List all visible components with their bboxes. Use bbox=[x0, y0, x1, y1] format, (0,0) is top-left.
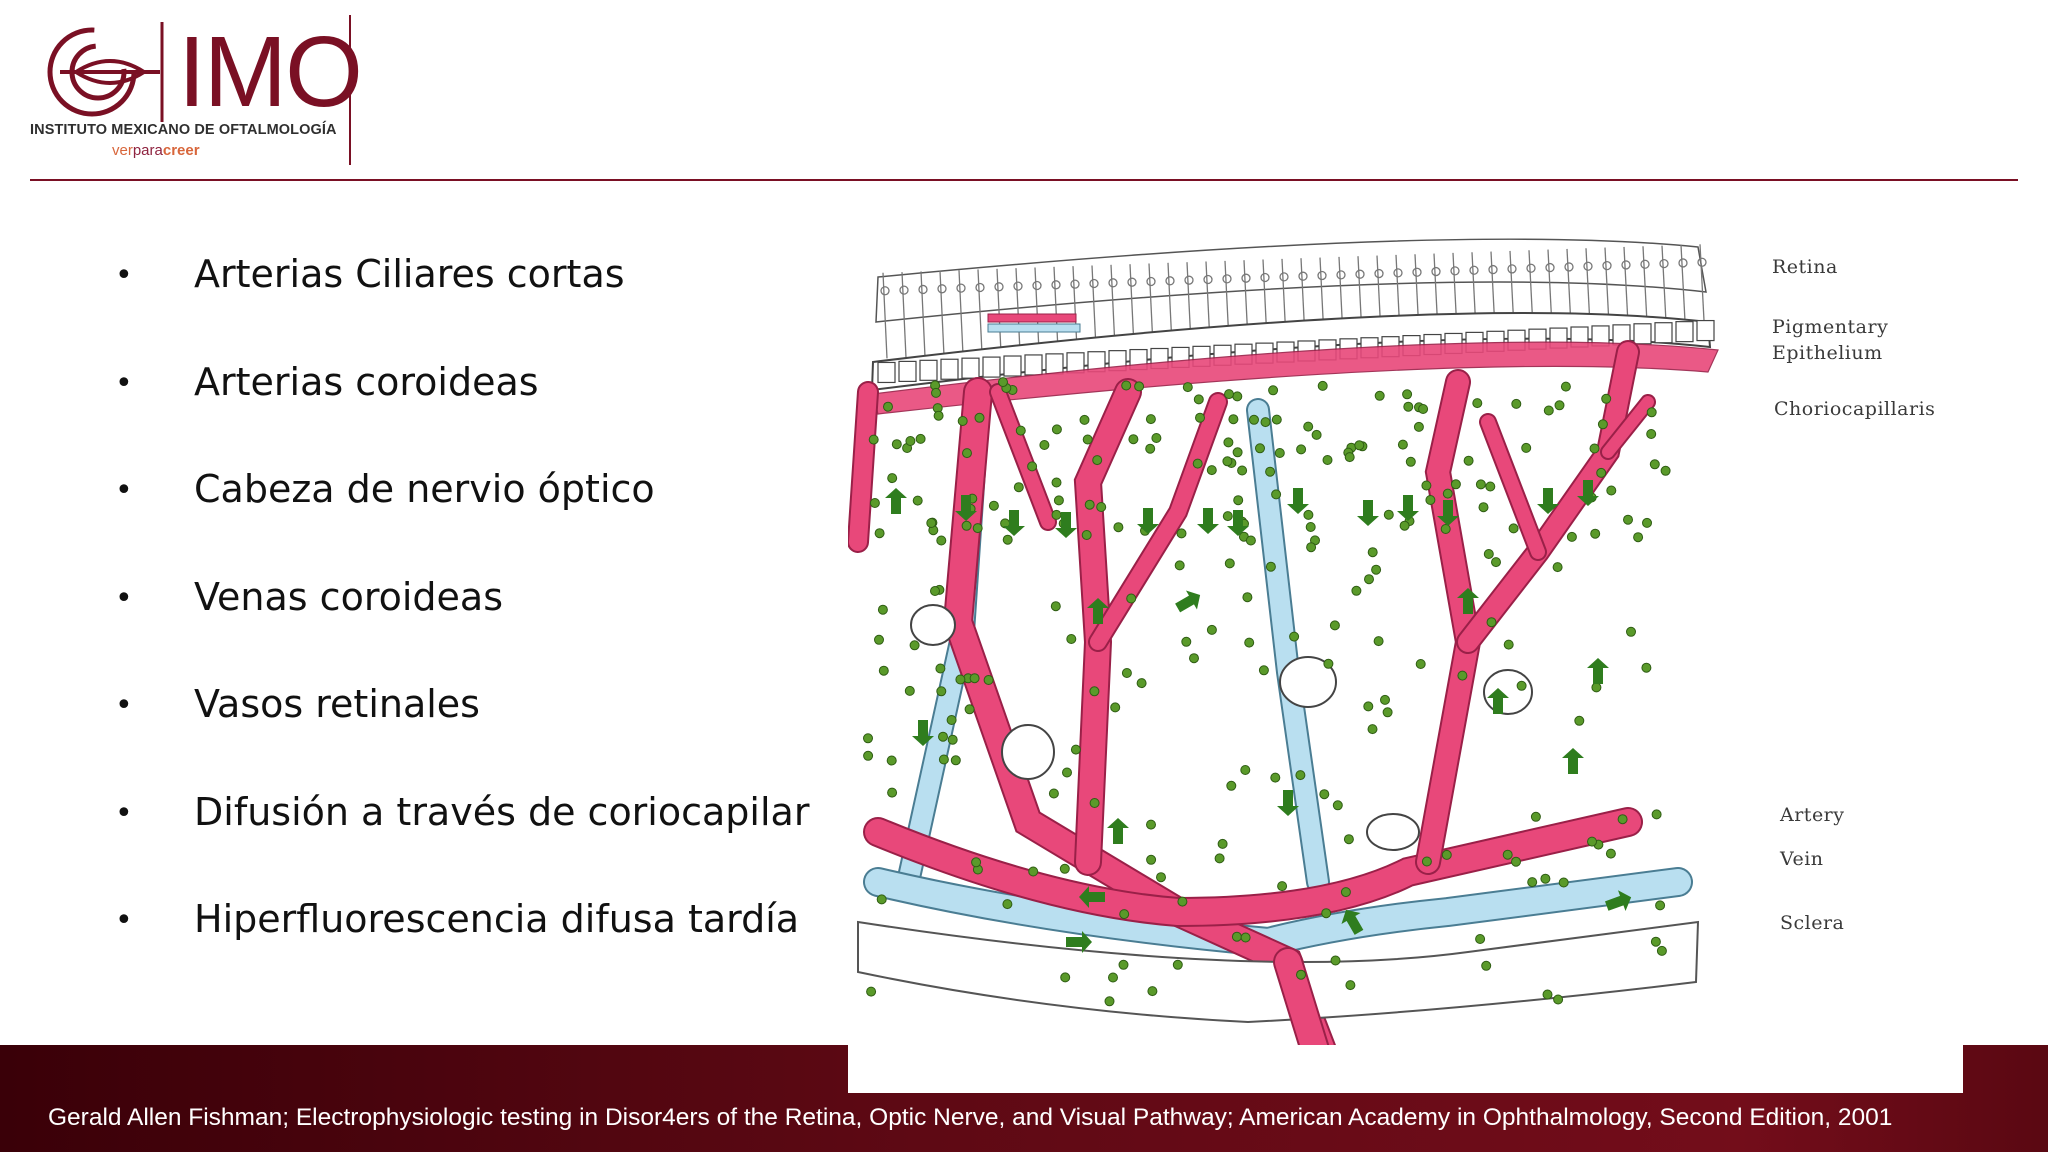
bullet-text: Arterias Ciliares cortas bbox=[194, 252, 625, 296]
artery-tree bbox=[848, 340, 1656, 1097]
bullet-marker: • bbox=[115, 795, 133, 831]
label-pigmentary: Pigmentary bbox=[1772, 316, 1889, 338]
bullet-text: Arterias coroideas bbox=[194, 359, 539, 404]
slogan-part-para: para bbox=[132, 142, 163, 159]
label-vein: Vein bbox=[1780, 848, 1824, 870]
fluorescein-dots bbox=[863, 377, 1671, 1007]
bullet-text: Venas coroideas bbox=[194, 574, 503, 619]
institution-name: INSTITUTO MEXICANO DE OFTALMOLOGÍA bbox=[30, 122, 337, 138]
slogan-part-ver: ver bbox=[112, 142, 133, 159]
label-epithelium: Epithelium bbox=[1772, 342, 1883, 364]
choroid-illustration bbox=[848, 238, 1719, 1097]
bullet-text: Vasos retinales bbox=[194, 682, 480, 726]
header-divider bbox=[30, 179, 2018, 181]
label-sclera: Sclera bbox=[1780, 912, 1845, 934]
retinal-vein bbox=[987, 323, 1081, 333]
slogan: verparacreer bbox=[112, 142, 200, 159]
bullet-text: Difusión a través de coriocapilar bbox=[194, 789, 810, 834]
retinal-artery bbox=[987, 313, 1077, 323]
bullet-text: Cabeza de nervio óptico bbox=[194, 467, 655, 511]
bullet-marker: • bbox=[115, 688, 133, 723]
bullet-marker: • bbox=[115, 903, 133, 938]
bullet-marker: • bbox=[115, 473, 133, 508]
choriocapillaris-band bbox=[872, 341, 1719, 415]
bullet-marker: • bbox=[115, 258, 133, 293]
label-choriocapillaris: Choriocapillaris bbox=[1774, 398, 1936, 420]
slogan-part-creer: creer bbox=[162, 142, 200, 159]
retina-layer bbox=[875, 238, 1707, 323]
bullet-text: Hiperfluorescencia difusa tardía bbox=[194, 897, 800, 941]
eye-logo-icon bbox=[47, 22, 164, 122]
footer-citation: Gerald Allen Fishman; Electrophysiologic… bbox=[48, 1104, 1893, 1131]
logo-wordmark: IMO bbox=[178, 16, 363, 128]
flow-arrows bbox=[885, 480, 1632, 953]
imo-logo: IMO INSTITUTO MEXICANO DE OFTALMOLOGÍA v… bbox=[28, 18, 363, 168]
header-vertical-divider bbox=[349, 15, 351, 165]
bullet-marker: • bbox=[115, 365, 133, 401]
footer-diagram-overlap bbox=[848, 1045, 1963, 1093]
choroid-circulation-diagram: Retina Pigmentary Epithelium Choriocapil… bbox=[848, 222, 1998, 1097]
label-retina: Retina bbox=[1772, 256, 1838, 278]
bullet-marker: • bbox=[115, 580, 133, 616]
label-artery: Artery bbox=[1780, 804, 1845, 826]
